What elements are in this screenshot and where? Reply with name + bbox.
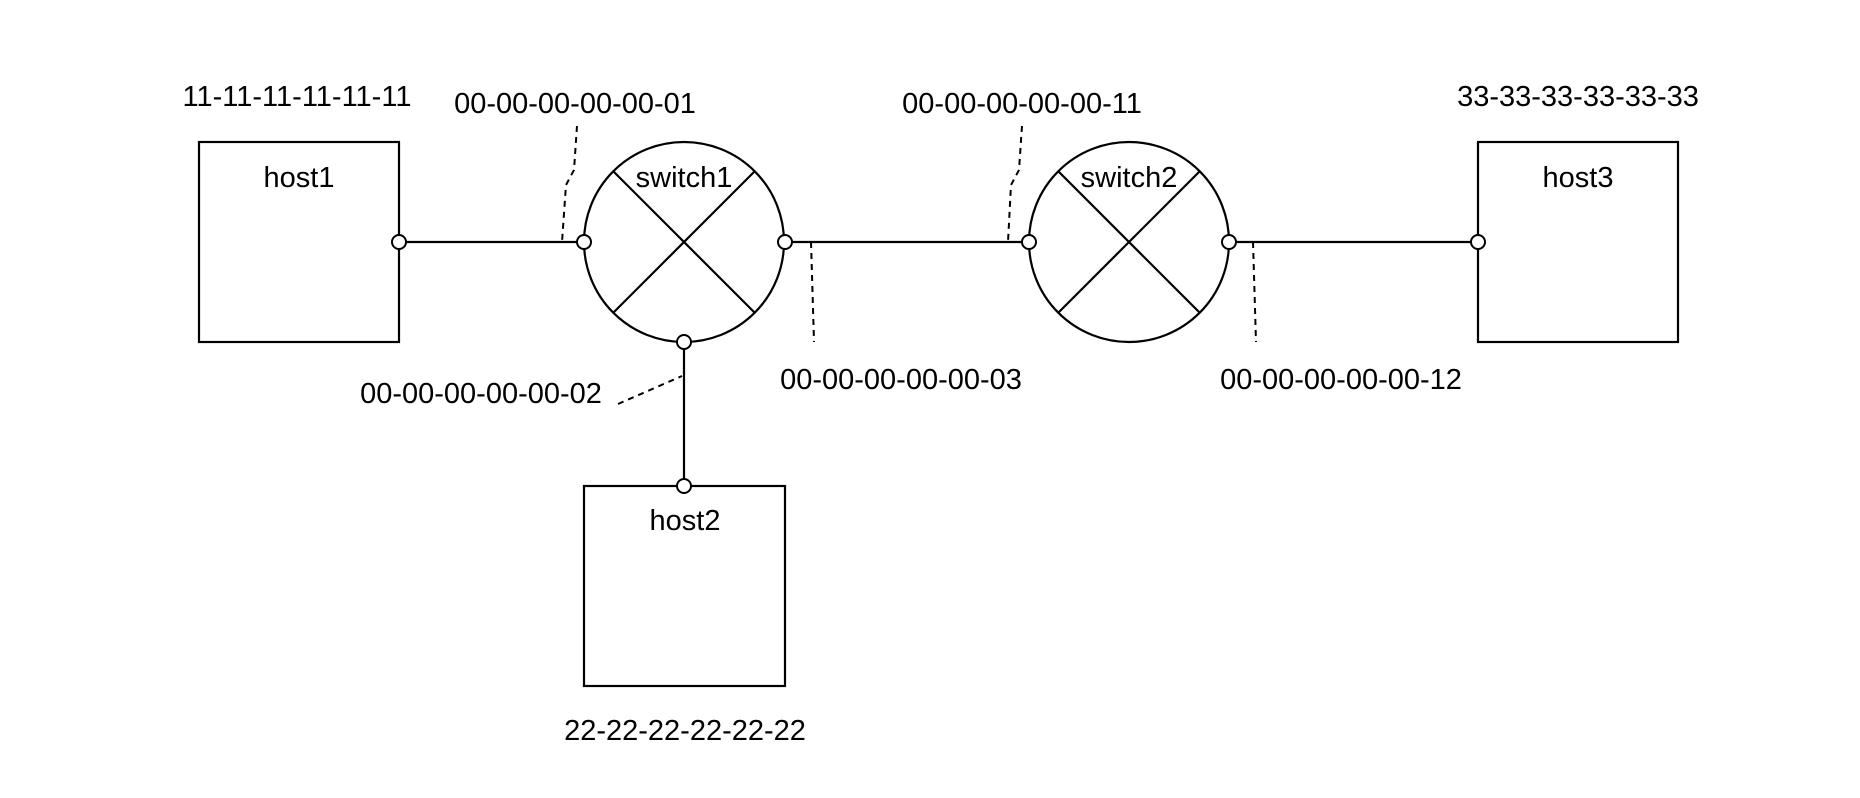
host1-mac-label: 11-11-11-11-11-11 <box>183 81 412 113</box>
switch2-label: switch2 <box>1081 162 1178 194</box>
switch1-label: switch1 <box>636 162 733 194</box>
host2-box[interactable] <box>582 484 787 688</box>
port-switch1-p3[interactable] <box>777 234 793 250</box>
leader-port-s1-p3 <box>810 241 815 343</box>
leader-port-s2-p11 <box>1007 125 1023 243</box>
switch2-node[interactable] <box>1027 140 1231 344</box>
host3-mac-label: 33-33-33-33-33-33 <box>1457 81 1699 113</box>
switch1-node[interactable] <box>582 140 786 344</box>
port-s2-p12-label: 00-00-00-00-00-12 <box>1220 364 1462 396</box>
switch2-cross-line-b <box>1057 170 1201 314</box>
host1-label: host1 <box>264 162 335 194</box>
leader-port-s1-p1 <box>561 125 578 243</box>
port-s1-p2-label: 00-00-00-00-00-02 <box>360 378 602 410</box>
port-switch1-p1[interactable] <box>576 234 592 250</box>
port-s1-p1-label: 00-00-00-00-00-01 <box>454 88 696 120</box>
port-switch2-p11[interactable] <box>1021 234 1037 250</box>
host3-label: host3 <box>1543 162 1614 194</box>
host2-mac-label: 22-22-22-22-22-22 <box>564 715 806 747</box>
port-host2[interactable] <box>676 478 692 494</box>
port-s2-p11-label: 00-00-00-00-00-11 <box>902 88 1142 120</box>
host1-box[interactable] <box>197 140 401 344</box>
leader-port-s1-p2 <box>617 375 683 405</box>
port-host1[interactable] <box>391 234 407 250</box>
port-s1-p3-label: 00-00-00-00-00-03 <box>780 364 1022 396</box>
host2-label: host2 <box>650 505 721 537</box>
port-host3[interactable] <box>1470 234 1486 250</box>
host3-box[interactable] <box>1476 140 1680 344</box>
port-switch1-p2[interactable] <box>676 334 692 350</box>
leader-port-s2-p12 <box>1252 241 1257 343</box>
port-switch2-p12[interactable] <box>1221 234 1237 250</box>
switch1-cross-line-b <box>612 170 756 314</box>
